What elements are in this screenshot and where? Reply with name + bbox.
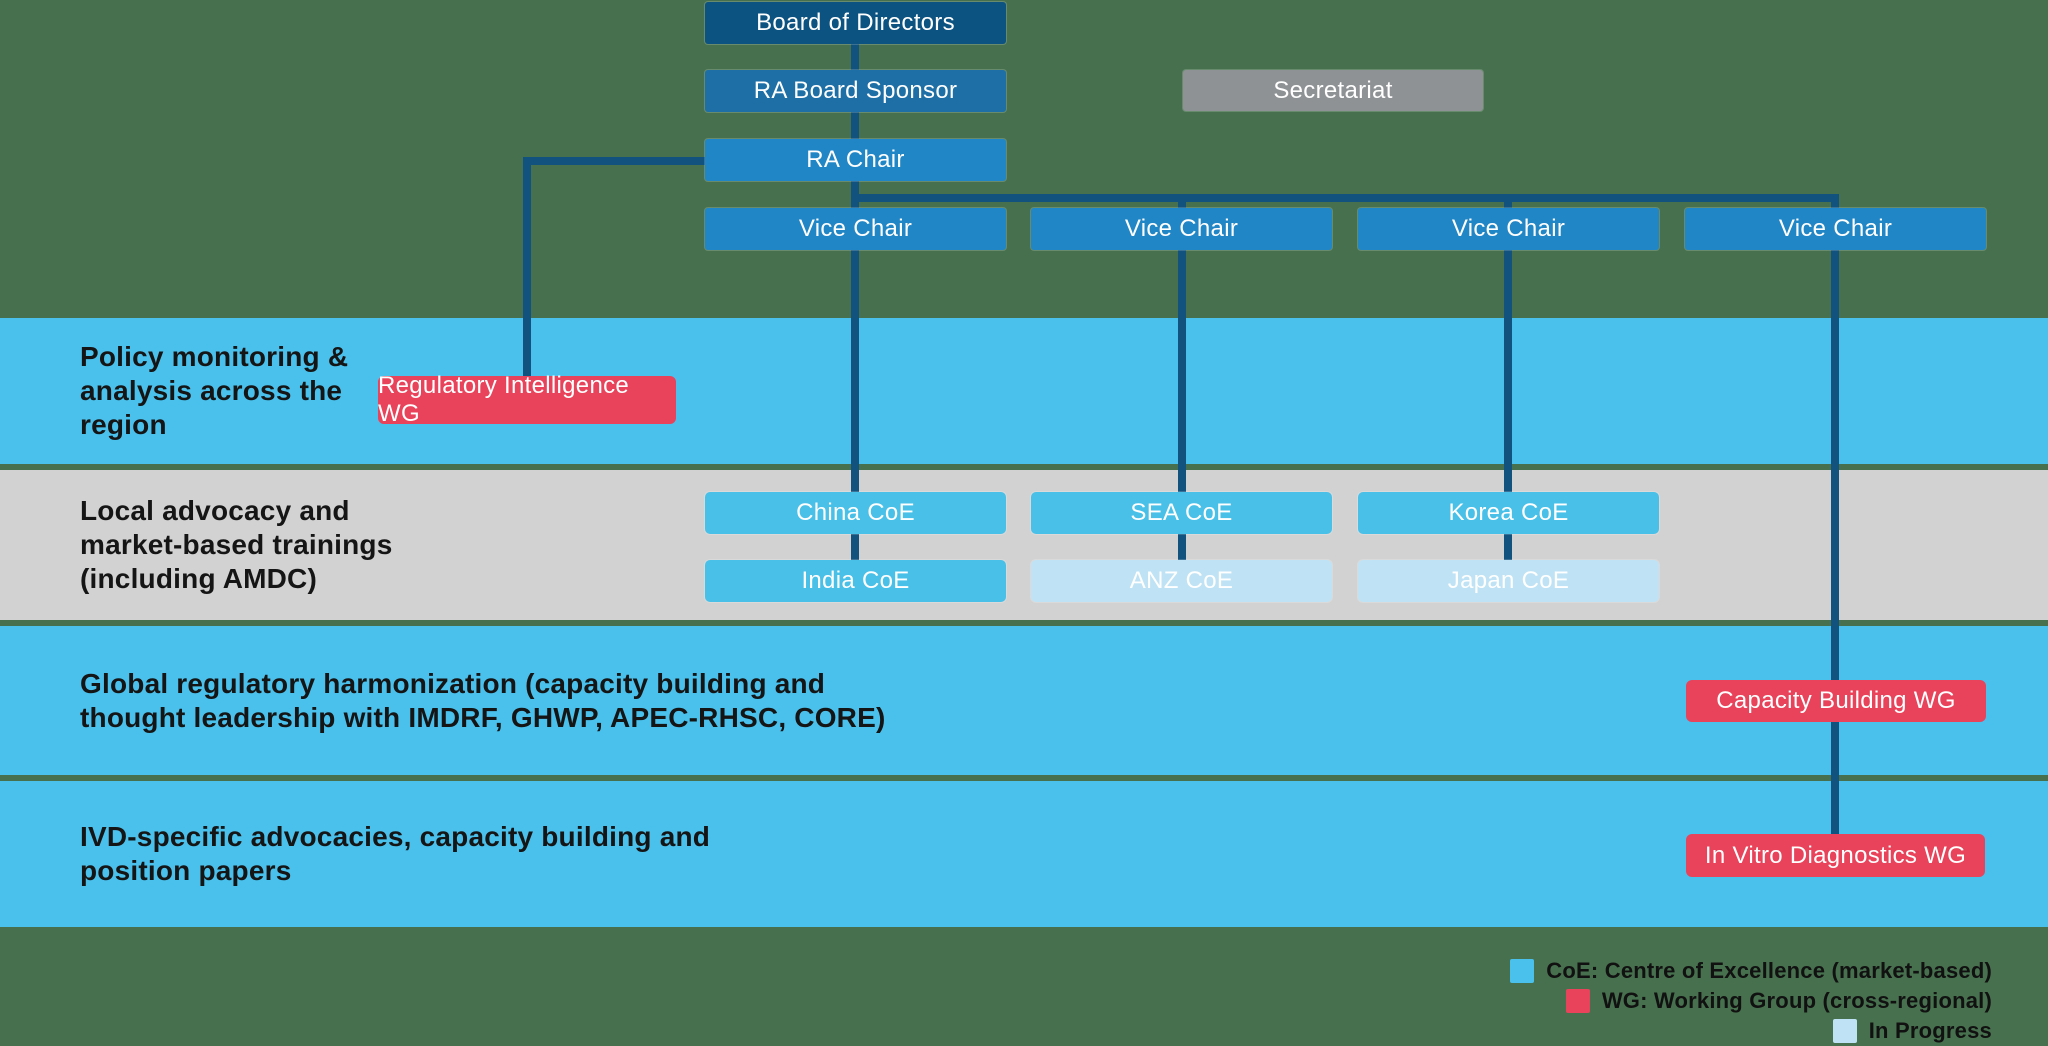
legend-label-in-progress: In Progress — [1868, 1018, 1992, 1043]
band-local-advocacy: Local advocacy and market-based training… — [0, 470, 2048, 620]
connector-vc2-column — [1178, 194, 1186, 560]
connector-vc4-column — [1831, 194, 1839, 834]
legend-swatch-coe — [1510, 959, 1535, 983]
connector-regintel-vertical — [523, 157, 531, 380]
in-vitro-diagnostics-wg-label: In Vitro Diagnostics WG — [1704, 841, 1967, 869]
japan-coe-box: Japan CoE — [1358, 560, 1659, 602]
korea-coe-label: Korea CoE — [1448, 499, 1569, 526]
china-coe-label: China CoE — [796, 499, 915, 526]
connector-regintel-horizontal — [523, 157, 707, 165]
board-of-directors-label: Board of Directors — [756, 9, 955, 36]
vice-chair-box-1: Vice Chair — [705, 208, 1006, 250]
anz-coe-label: ANZ CoE — [1129, 567, 1234, 594]
band-policy-monitoring-label: Policy monitoring & analysis across the … — [80, 341, 349, 440]
ra-chair-label: RA Chair — [806, 146, 905, 173]
legend-label-coe: CoE: Centre of Excellence (market-based) — [1546, 958, 1992, 983]
band-global-harmonization-label: Global regulatory harmonization (capacit… — [80, 667, 886, 733]
connector-vice-chair-rail — [851, 194, 1839, 202]
legend-swatch-wg — [1565, 989, 1590, 1013]
band-ivd-specific-label: IVD-specific advocacies, capacity buildi… — [80, 821, 711, 886]
ra-board-sponsor-box: RA Board Sponsor — [705, 70, 1006, 112]
india-coe-box: India CoE — [705, 560, 1006, 602]
regulatory-intelligence-wg-box: Regulatory Intelligence WG — [378, 372, 676, 427]
capacity-building-wg-label: Capacity Building WG — [1716, 687, 1956, 714]
vice-chair-label-1: Vice Chair — [798, 215, 913, 242]
ra-chair-box: RA Chair — [705, 139, 1006, 181]
in-vitro-diagnostics-wg-box: In Vitro Diagnostics WG — [1686, 834, 1985, 877]
vice-chair-label-2: Vice Chair — [1124, 215, 1239, 242]
band-policy-monitoring: Policy monitoring & analysis across the … — [0, 318, 2048, 464]
legend-item-coe: CoE: Centre of Excellence (market-based) — [1510, 958, 1992, 984]
capacity-building-wg-box: Capacity Building WG — [1686, 680, 1986, 722]
sea-coe-label: SEA CoE — [1130, 499, 1233, 526]
band-local-advocacy-label: Local advocacy and market-based training… — [80, 495, 393, 594]
korea-coe-box: Korea CoE — [1358, 492, 1659, 534]
vice-chair-label-4: Vice Chair — [1778, 215, 1893, 242]
connector-vc3-column — [1504, 194, 1512, 560]
china-coe-box: China CoE — [705, 492, 1006, 534]
sea-coe-box: SEA CoE — [1031, 492, 1332, 534]
india-coe-label: India CoE — [801, 567, 910, 594]
japan-coe-label: Japan CoE — [1447, 567, 1570, 594]
vice-chair-box-3: Vice Chair — [1358, 208, 1659, 250]
legend-item-wg: WG: Working Group (cross-regional) — [1510, 988, 1992, 1014]
secretariat-box: Secretariat — [1183, 70, 1483, 111]
vice-chair-box-4: Vice Chair — [1685, 208, 1986, 250]
connector-ra-column — [851, 20, 859, 560]
anz-coe-box: ANZ CoE — [1031, 560, 1332, 602]
legend-swatch-in-progress — [1832, 1019, 1857, 1043]
legend-item-in-progress: In Progress — [1510, 1018, 1992, 1044]
board-of-directors-box: Board of Directors — [705, 2, 1006, 44]
legend-label-wg: WG: Working Group (cross-regional) — [1601, 988, 1992, 1013]
legend: CoE: Centre of Excellence (market-based)… — [1510, 954, 1992, 1044]
ra-board-sponsor-label: RA Board Sponsor — [753, 77, 958, 104]
secretariat-label: Secretariat — [1273, 76, 1393, 104]
vice-chair-box-2: Vice Chair — [1031, 208, 1332, 250]
vice-chair-label-3: Vice Chair — [1451, 215, 1566, 242]
regulatory-intelligence-wg-label: Regulatory Intelligence WG — [378, 372, 630, 427]
